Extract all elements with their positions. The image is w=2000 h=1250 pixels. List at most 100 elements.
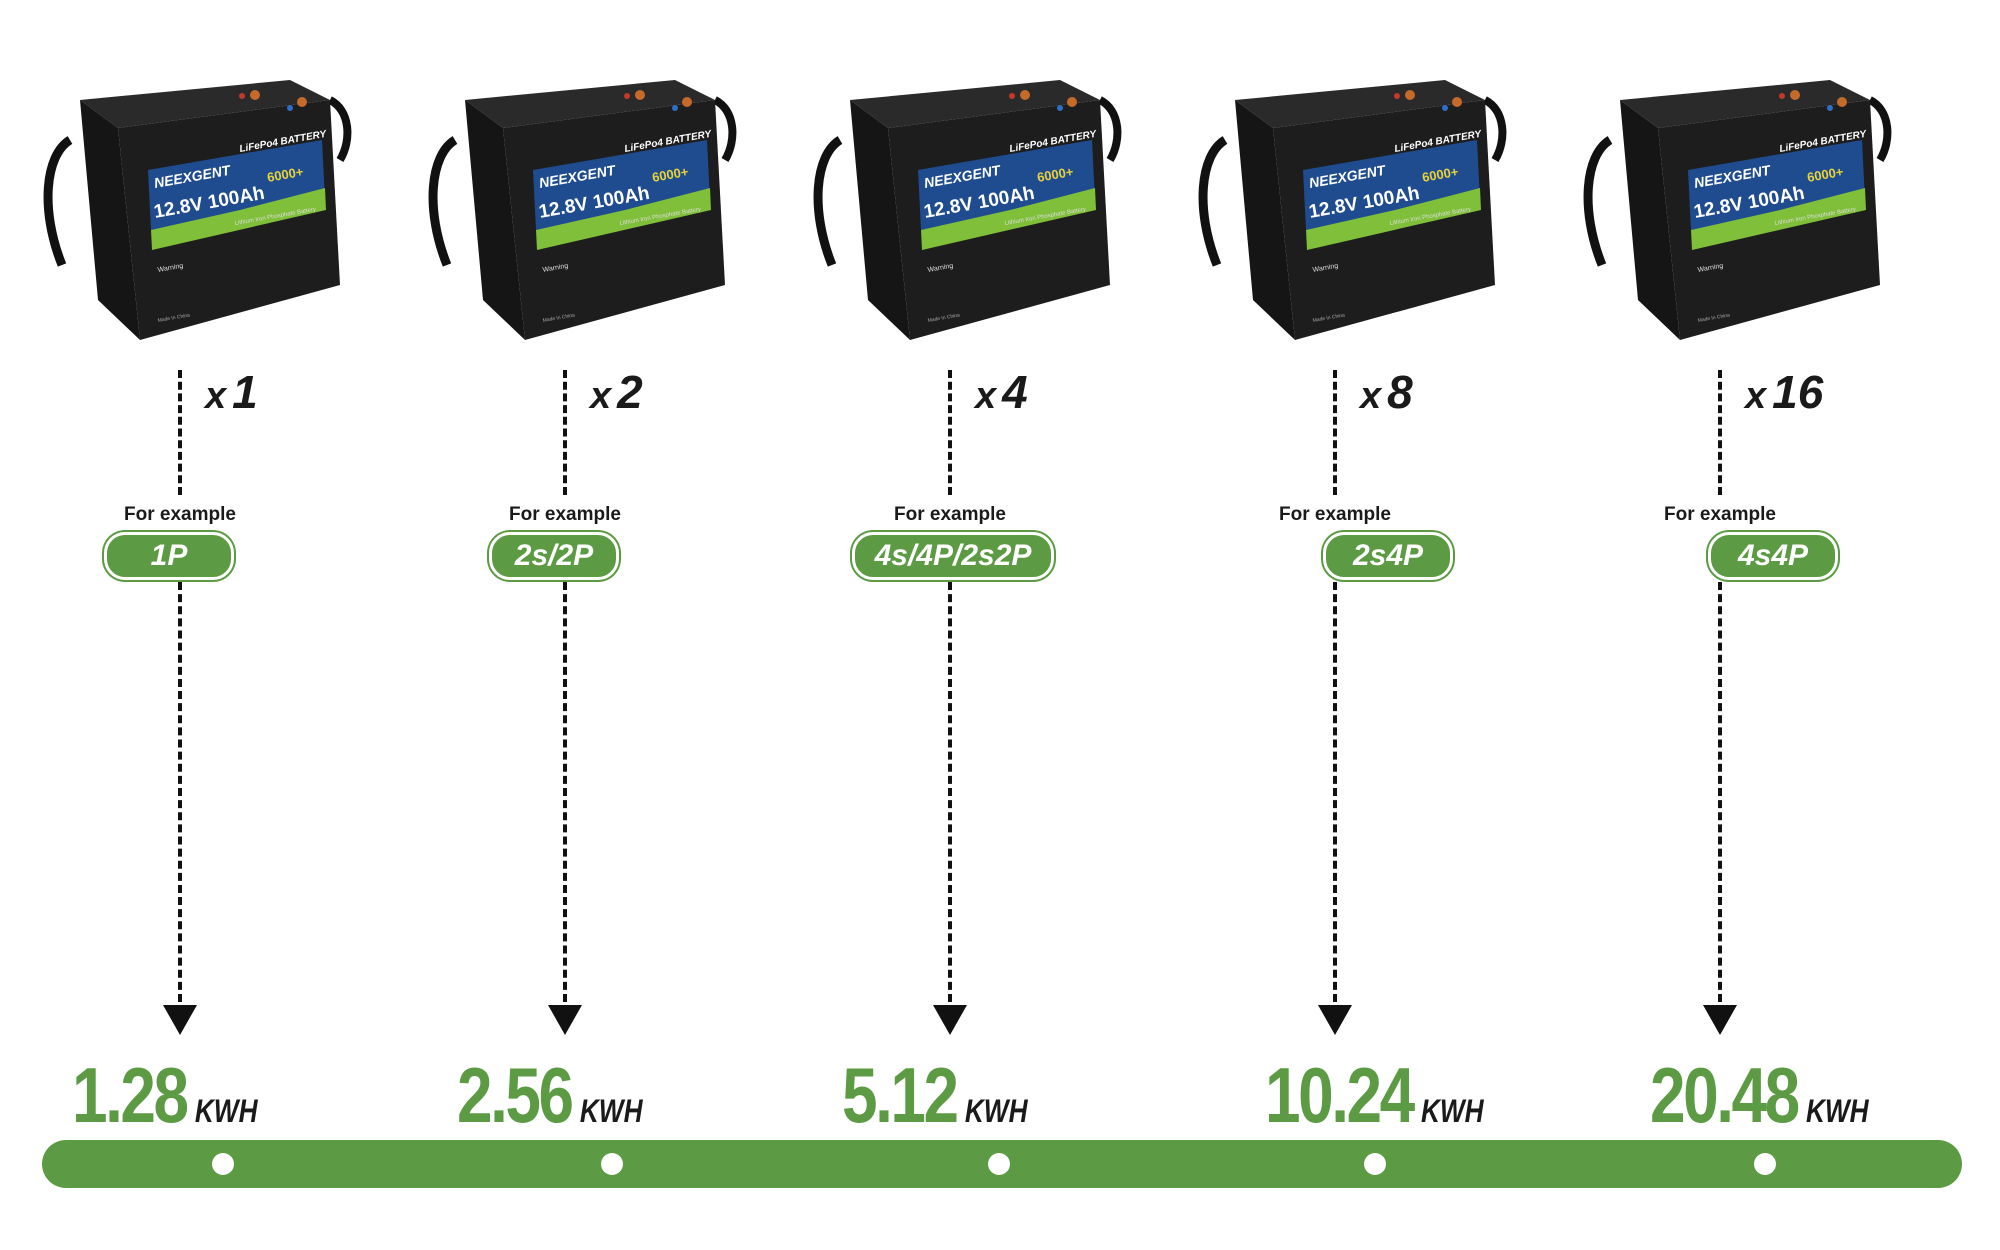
terminal-negative xyxy=(1067,97,1077,107)
battery-warning: Warning xyxy=(1697,263,1724,274)
battery-origin: Made In China xyxy=(1697,312,1730,324)
config-badge: 4s4P xyxy=(1708,532,1838,580)
battery-side xyxy=(80,100,140,340)
battery-cycles: 6000+ xyxy=(1421,164,1460,185)
handle-left xyxy=(428,136,458,267)
example-label: For example xyxy=(1279,504,1391,525)
battery-warning: Warning xyxy=(542,263,569,274)
terminal-cap-blue xyxy=(1827,105,1833,111)
config-badge: 1P xyxy=(104,532,234,580)
battery-cycles: 6000+ xyxy=(266,164,305,185)
terminal-negative xyxy=(1837,97,1847,107)
battery-origin: Made In China xyxy=(157,312,190,324)
handle-right xyxy=(1867,96,1892,163)
battery-origin: Made In China xyxy=(1312,312,1345,324)
terminal-cap-red xyxy=(624,93,630,99)
terminal-positive xyxy=(1405,90,1415,100)
example-label: For example xyxy=(124,504,236,525)
battery-lid xyxy=(80,80,330,128)
handle-left xyxy=(1583,136,1613,267)
timeline-dot xyxy=(601,1153,623,1175)
arrow-down-icon xyxy=(1318,1005,1352,1035)
battery-lid xyxy=(850,80,1100,128)
terminal-cap-blue xyxy=(1442,105,1448,111)
timeline-dot xyxy=(212,1153,234,1175)
arrow-down-icon xyxy=(933,1005,967,1035)
label-accent xyxy=(1691,188,1866,250)
battery-side xyxy=(1620,100,1680,340)
terminal-positive xyxy=(1020,90,1030,100)
terminal-positive xyxy=(635,90,645,100)
handle-right xyxy=(712,96,737,163)
config-badge: 2s/2P xyxy=(489,532,619,580)
handle-right xyxy=(1482,96,1507,163)
terminal-cap-red xyxy=(1394,93,1400,99)
battery-lid xyxy=(1620,80,1870,128)
handle-left xyxy=(813,136,843,267)
arrow-down-icon xyxy=(163,1005,197,1035)
handle-left xyxy=(1198,136,1228,267)
terminal-cap-blue xyxy=(672,105,678,111)
terminal-cap-red xyxy=(1779,93,1785,99)
dashed-connector xyxy=(948,582,952,1002)
dashed-connector xyxy=(563,582,567,1002)
timeline-dot xyxy=(1754,1153,1776,1175)
battery-cycles: 6000+ xyxy=(1806,164,1845,185)
terminal-negative xyxy=(1452,97,1462,107)
battery-origin: Made In China xyxy=(542,312,575,324)
terminal-cap-blue xyxy=(287,105,293,111)
battery-cycles: 6000+ xyxy=(1036,164,1075,185)
battery-warning: Warning xyxy=(927,263,954,274)
battery-lid xyxy=(1235,80,1485,128)
terminal-cap-red xyxy=(239,93,245,99)
battery-warning: Warning xyxy=(1312,263,1339,274)
battery-lid xyxy=(465,80,715,128)
dashed-connector xyxy=(178,370,182,495)
arrow-down-icon xyxy=(548,1005,582,1035)
battery-side xyxy=(465,100,525,340)
dashed-connector xyxy=(1333,582,1337,1002)
dashed-connector xyxy=(1718,370,1722,495)
timeline-dot xyxy=(1364,1153,1386,1175)
dashed-connector xyxy=(178,582,182,1002)
terminal-negative xyxy=(682,97,692,107)
example-label: For example xyxy=(509,504,621,525)
battery-origin: Made In China xyxy=(927,312,960,324)
label-accent xyxy=(536,188,711,250)
timeline-dot xyxy=(988,1153,1010,1175)
terminal-positive xyxy=(1790,90,1800,100)
battery-side xyxy=(1235,100,1295,340)
dashed-connector xyxy=(948,370,952,495)
handle-right xyxy=(1097,96,1122,163)
dashed-connector xyxy=(563,370,567,495)
config-badge: 4s/4P/2s2P xyxy=(852,532,1054,580)
terminal-cap-blue xyxy=(1057,105,1063,111)
label-accent xyxy=(1306,188,1481,250)
dashed-connector xyxy=(1718,582,1722,1002)
label-accent xyxy=(921,188,1096,250)
example-label: For example xyxy=(894,504,1006,525)
arrow-down-icon xyxy=(1703,1005,1737,1035)
handle-left xyxy=(43,136,73,267)
battery-side xyxy=(850,100,910,340)
battery-warning: Warning xyxy=(157,263,184,274)
battery-cycles: 6000+ xyxy=(651,164,690,185)
